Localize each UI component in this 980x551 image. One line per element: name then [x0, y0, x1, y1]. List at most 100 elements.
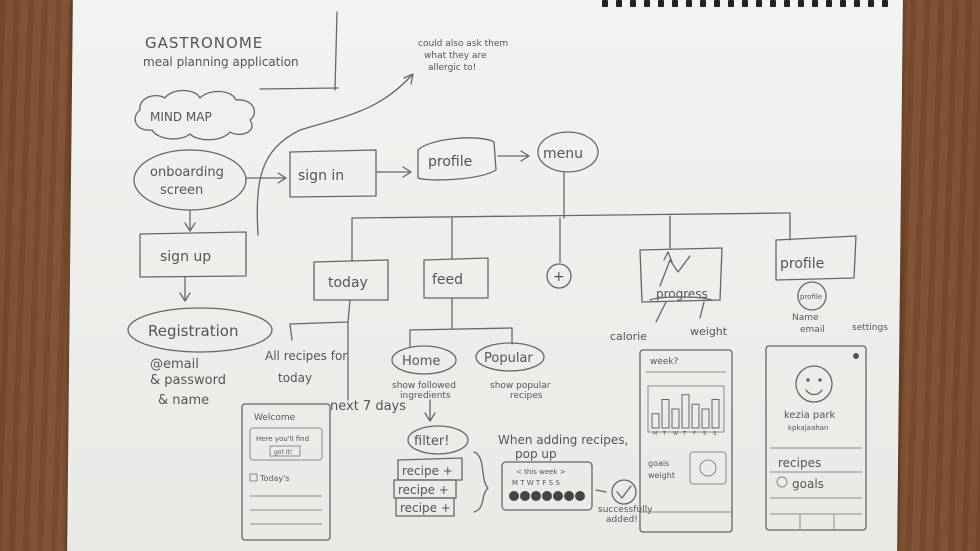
- registration-note-3: & name: [158, 393, 209, 408]
- today-wf-today: Today's: [259, 474, 290, 483]
- side-note-line-1: could also ask them: [418, 39, 508, 49]
- settings-note: settings: [852, 323, 888, 333]
- node-filter: filter!: [407, 425, 469, 455]
- recipe-row-1: recipe +: [402, 464, 453, 478]
- progress-bar-label-6: S: [713, 431, 716, 437]
- onboarding-line-2: screen: [160, 183, 203, 198]
- profile-email-note: email: [800, 325, 825, 335]
- today-wireframe: Welcome Here you'll find got it! Today's: [241, 403, 331, 541]
- node-today: today: [313, 259, 389, 301]
- profile-wireframe: kezia park kpkajaahan recipes goals: [765, 345, 867, 531]
- progress-bar-0: [651, 413, 660, 429]
- registration-notes: @email & password & name: [150, 357, 226, 408]
- progress-bar-label-5: S: [703, 431, 706, 437]
- progress-label: progress: [656, 287, 708, 301]
- side-note-line-3: allergic to!: [428, 63, 476, 73]
- popup-days: M T W T F S S: [512, 479, 560, 487]
- app-title: GASTRONOME: [145, 34, 263, 52]
- weight-label: weight: [690, 325, 728, 338]
- profile-name-note: Name: [792, 313, 819, 323]
- node-plus: +: [546, 263, 572, 289]
- progress-bar-label-1: T: [662, 431, 667, 437]
- progress-wf-header: week?: [650, 357, 679, 367]
- progress-bar-2: [671, 408, 680, 429]
- success-note-2: added!: [606, 515, 638, 525]
- registration-note-1: @email: [150, 357, 199, 372]
- onboarding-line-1: onboarding: [150, 165, 224, 180]
- popular-note-1: show popular: [490, 381, 551, 391]
- popup-wireframe: < this week > M T W T F S S: [501, 461, 593, 511]
- mind-map-cloud: MIND MAP: [134, 89, 255, 141]
- sign-up-label: sign up: [160, 249, 211, 265]
- plus-label: +: [553, 269, 565, 285]
- node-progress: progress: [639, 247, 723, 303]
- profile-wf-name: kezia park: [784, 410, 836, 421]
- profile-wf-goals: goals: [792, 477, 824, 491]
- progress-bar-label-0: M: [653, 431, 657, 437]
- today-note-1: All recipes for: [265, 349, 347, 363]
- profile-wf-handle: kpkajaahan: [788, 424, 828, 432]
- today-label: today: [328, 275, 368, 291]
- spiral-binding: [602, 0, 888, 7]
- node-profile-top: profile: [417, 137, 497, 181]
- node-profile-right: profile: [775, 235, 857, 281]
- node-popular: Popular: [475, 342, 545, 372]
- progress-wf-weight: weight: [648, 471, 675, 480]
- progress-bar-label-4: F: [693, 431, 696, 437]
- menu-label: menu: [543, 146, 583, 162]
- progress-bar-5: [701, 408, 710, 429]
- today-wf-button: got it!: [274, 449, 292, 456]
- progress-bar-label-3: T: [682, 431, 687, 437]
- mind-map-label: MIND MAP: [150, 110, 212, 124]
- recipe-row-2: recipe +: [398, 483, 449, 497]
- today-wf-welcome: Welcome: [254, 413, 296, 423]
- adding-note-2: pop up: [515, 447, 557, 461]
- node-registration: Registration: [127, 307, 273, 353]
- home-note-2: ingredients: [400, 391, 451, 401]
- node-menu: menu: [537, 131, 599, 173]
- calorie-label: calorie: [610, 330, 647, 343]
- success-check-icon: [611, 479, 637, 505]
- next-days-label: next 7 days: [330, 399, 406, 414]
- node-sign-up: sign up: [139, 231, 247, 278]
- today-wf-line: Here you'll find: [256, 435, 309, 443]
- popup-header: < this week >: [516, 468, 566, 476]
- registration-label: Registration: [148, 322, 238, 340]
- today-note-2: today: [278, 371, 312, 385]
- popular-note-2: recipes: [510, 391, 543, 401]
- profile-sub-label: profile: [800, 293, 822, 301]
- profile-wf-recipes: recipes: [778, 456, 821, 470]
- progress-bar-6: [711, 399, 720, 429]
- progress-bar-3: [681, 394, 690, 429]
- side-note-line-2: what they are: [424, 51, 487, 61]
- popular-label: Popular: [484, 351, 533, 366]
- node-sign-in: sign in: [289, 149, 377, 198]
- profile-top-label: profile: [428, 154, 472, 170]
- filter-label: filter!: [414, 434, 449, 449]
- profile-right-label: profile: [780, 256, 824, 272]
- sign-in-label: sign in: [298, 168, 344, 184]
- side-note: could also ask them what they are allerg…: [256, 39, 508, 236]
- feed-label: feed: [432, 272, 463, 288]
- home-note-1: show followed: [392, 381, 456, 391]
- adding-note-1: When adding recipes,: [498, 433, 628, 447]
- progress-bar-1: [661, 399, 670, 429]
- home-label: Home: [402, 354, 440, 369]
- node-onboarding: onboarding screen: [133, 149, 247, 211]
- recipe-list: recipe + recipe + recipe +: [393, 451, 489, 517]
- recipe-row-3: recipe +: [400, 501, 451, 515]
- title-block: GASTRONOME meal planning application: [143, 11, 339, 91]
- success-note-1: successfully: [598, 505, 653, 515]
- app-subtitle: meal planning application: [143, 55, 299, 69]
- progress-wf-goals: goals: [648, 459, 669, 468]
- registration-note-2: & password: [150, 373, 226, 388]
- profile-avatar-icon: profile: [797, 281, 827, 311]
- progress-bar-label-2: W: [673, 431, 678, 437]
- node-home: Home: [391, 345, 457, 375]
- node-feed: feed: [423, 257, 489, 299]
- progress-bar-4: [691, 403, 700, 429]
